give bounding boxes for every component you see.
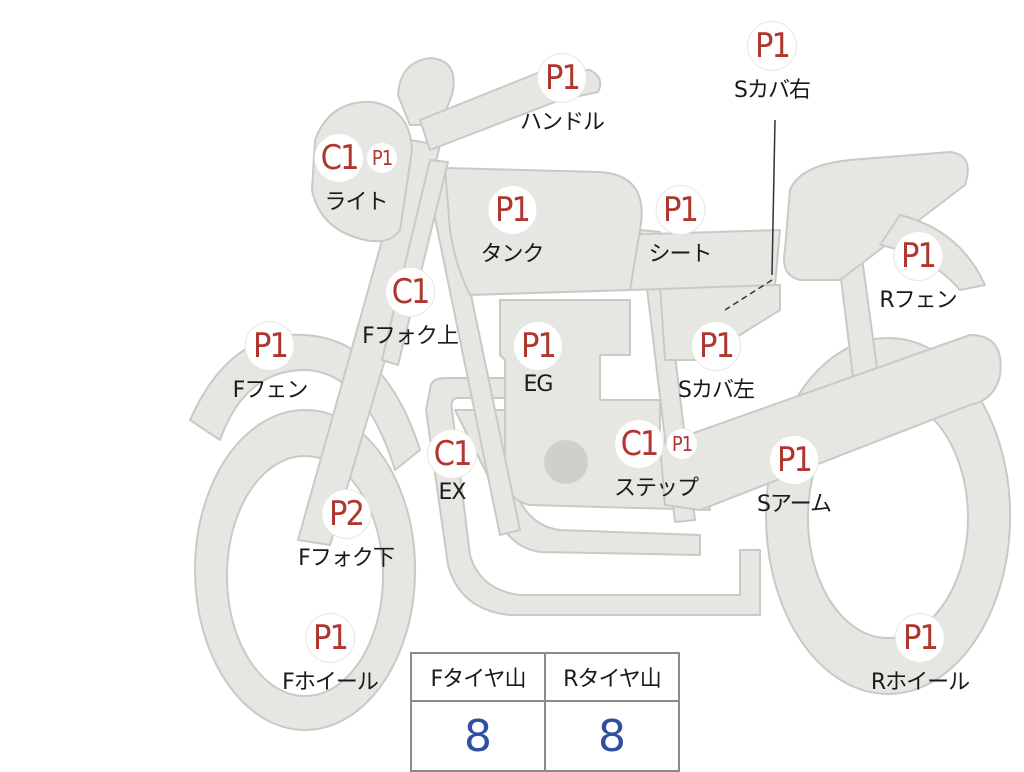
marker-label: Fフェン <box>232 378 309 403</box>
badge-code: C1 <box>386 268 434 316</box>
front-wheel-part <box>194 409 417 731</box>
exhaust-part <box>425 377 761 616</box>
marker-f-wheel: P1 Fホイール <box>282 614 379 696</box>
marker-tank: P1 タンク <box>480 186 545 268</box>
marker-label: Rホイール <box>870 670 970 695</box>
marker-label: ハンドル <box>519 110 605 135</box>
marker-light: C1 P1 ライト <box>315 134 397 216</box>
badge-code: P1 <box>666 429 697 459</box>
marker-label: Sカバ左 <box>678 378 755 403</box>
badge-code: P1 <box>514 322 562 370</box>
marker-f-fork-upper: C1 Fフォク上 <box>362 268 459 350</box>
marker-r-fender: P1 Rフェン <box>879 232 958 314</box>
marker-label: タンク <box>480 242 544 267</box>
badge-code: P1 <box>367 143 397 173</box>
marker-label: Sアーム <box>757 492 832 517</box>
mirror-part <box>397 57 455 126</box>
marker-label: Fホイール <box>282 670 379 695</box>
s-cover-right-leader <box>771 119 776 276</box>
marker-exhaust: C1 EX <box>428 430 476 505</box>
badge-code: P1 <box>306 614 354 662</box>
swing-arm-part <box>659 334 1002 511</box>
badge-code: C1 <box>315 134 363 182</box>
marker-handle: P1 ハンドル <box>519 54 605 136</box>
marker-r-wheel: P1 Rホイール <box>870 614 970 696</box>
front-tire-value: 8 <box>410 700 546 772</box>
badge-code: P1 <box>655 186 704 234</box>
tail-part <box>783 151 969 281</box>
badge-code: P1 <box>537 54 586 102</box>
marker-label: Rフェン <box>879 288 957 313</box>
marker-step: C1 P1 ステップ <box>613 420 699 502</box>
engine-cover-part <box>544 440 588 484</box>
front-tire-header: Fタイヤ山 <box>410 652 546 702</box>
badge-code: P1 <box>246 322 294 370</box>
marker-seat: P1 シート <box>648 186 713 268</box>
marker-label: シート <box>648 242 712 267</box>
badge-code: P1 <box>487 186 536 234</box>
marker-label: Fフォク下 <box>298 546 395 571</box>
rear-tire-value: 8 <box>544 700 680 772</box>
badge-code: P1 <box>895 614 944 662</box>
marker-s-cover-left: P1 Sカバ左 <box>678 322 755 404</box>
marker-s-cover-right: P1 Sカバ右 <box>734 22 811 104</box>
rear-tire-header: Rタイヤ山 <box>544 652 680 702</box>
marker-label: ライト <box>324 190 388 215</box>
badge-code: P1 <box>893 232 942 280</box>
marker-label: Sカバ右 <box>734 78 811 103</box>
marker-label: Fフォク上 <box>362 324 459 349</box>
badge-code: C1 <box>428 430 476 478</box>
marker-f-fork-lower: P2 Fフォク下 <box>298 490 395 572</box>
marker-swing-arm: P1 Sアーム <box>757 436 832 518</box>
marker-label: EX <box>438 480 467 505</box>
badge-code: P1 <box>692 322 740 370</box>
marker-engine: P1 EG <box>514 322 562 397</box>
marker-f-fender: P1 Fフェン <box>233 322 308 404</box>
marker-label: ステップ <box>613 476 699 501</box>
badge-code: P1 <box>748 22 796 70</box>
badge-code: P2 <box>322 490 370 538</box>
tire-tread-table: Fタイヤ山 Rタイヤ山 8 8 <box>410 652 680 772</box>
badge-code: P1 <box>770 436 818 484</box>
marker-label: EG <box>523 372 554 397</box>
badge-code: C1 <box>614 420 663 468</box>
